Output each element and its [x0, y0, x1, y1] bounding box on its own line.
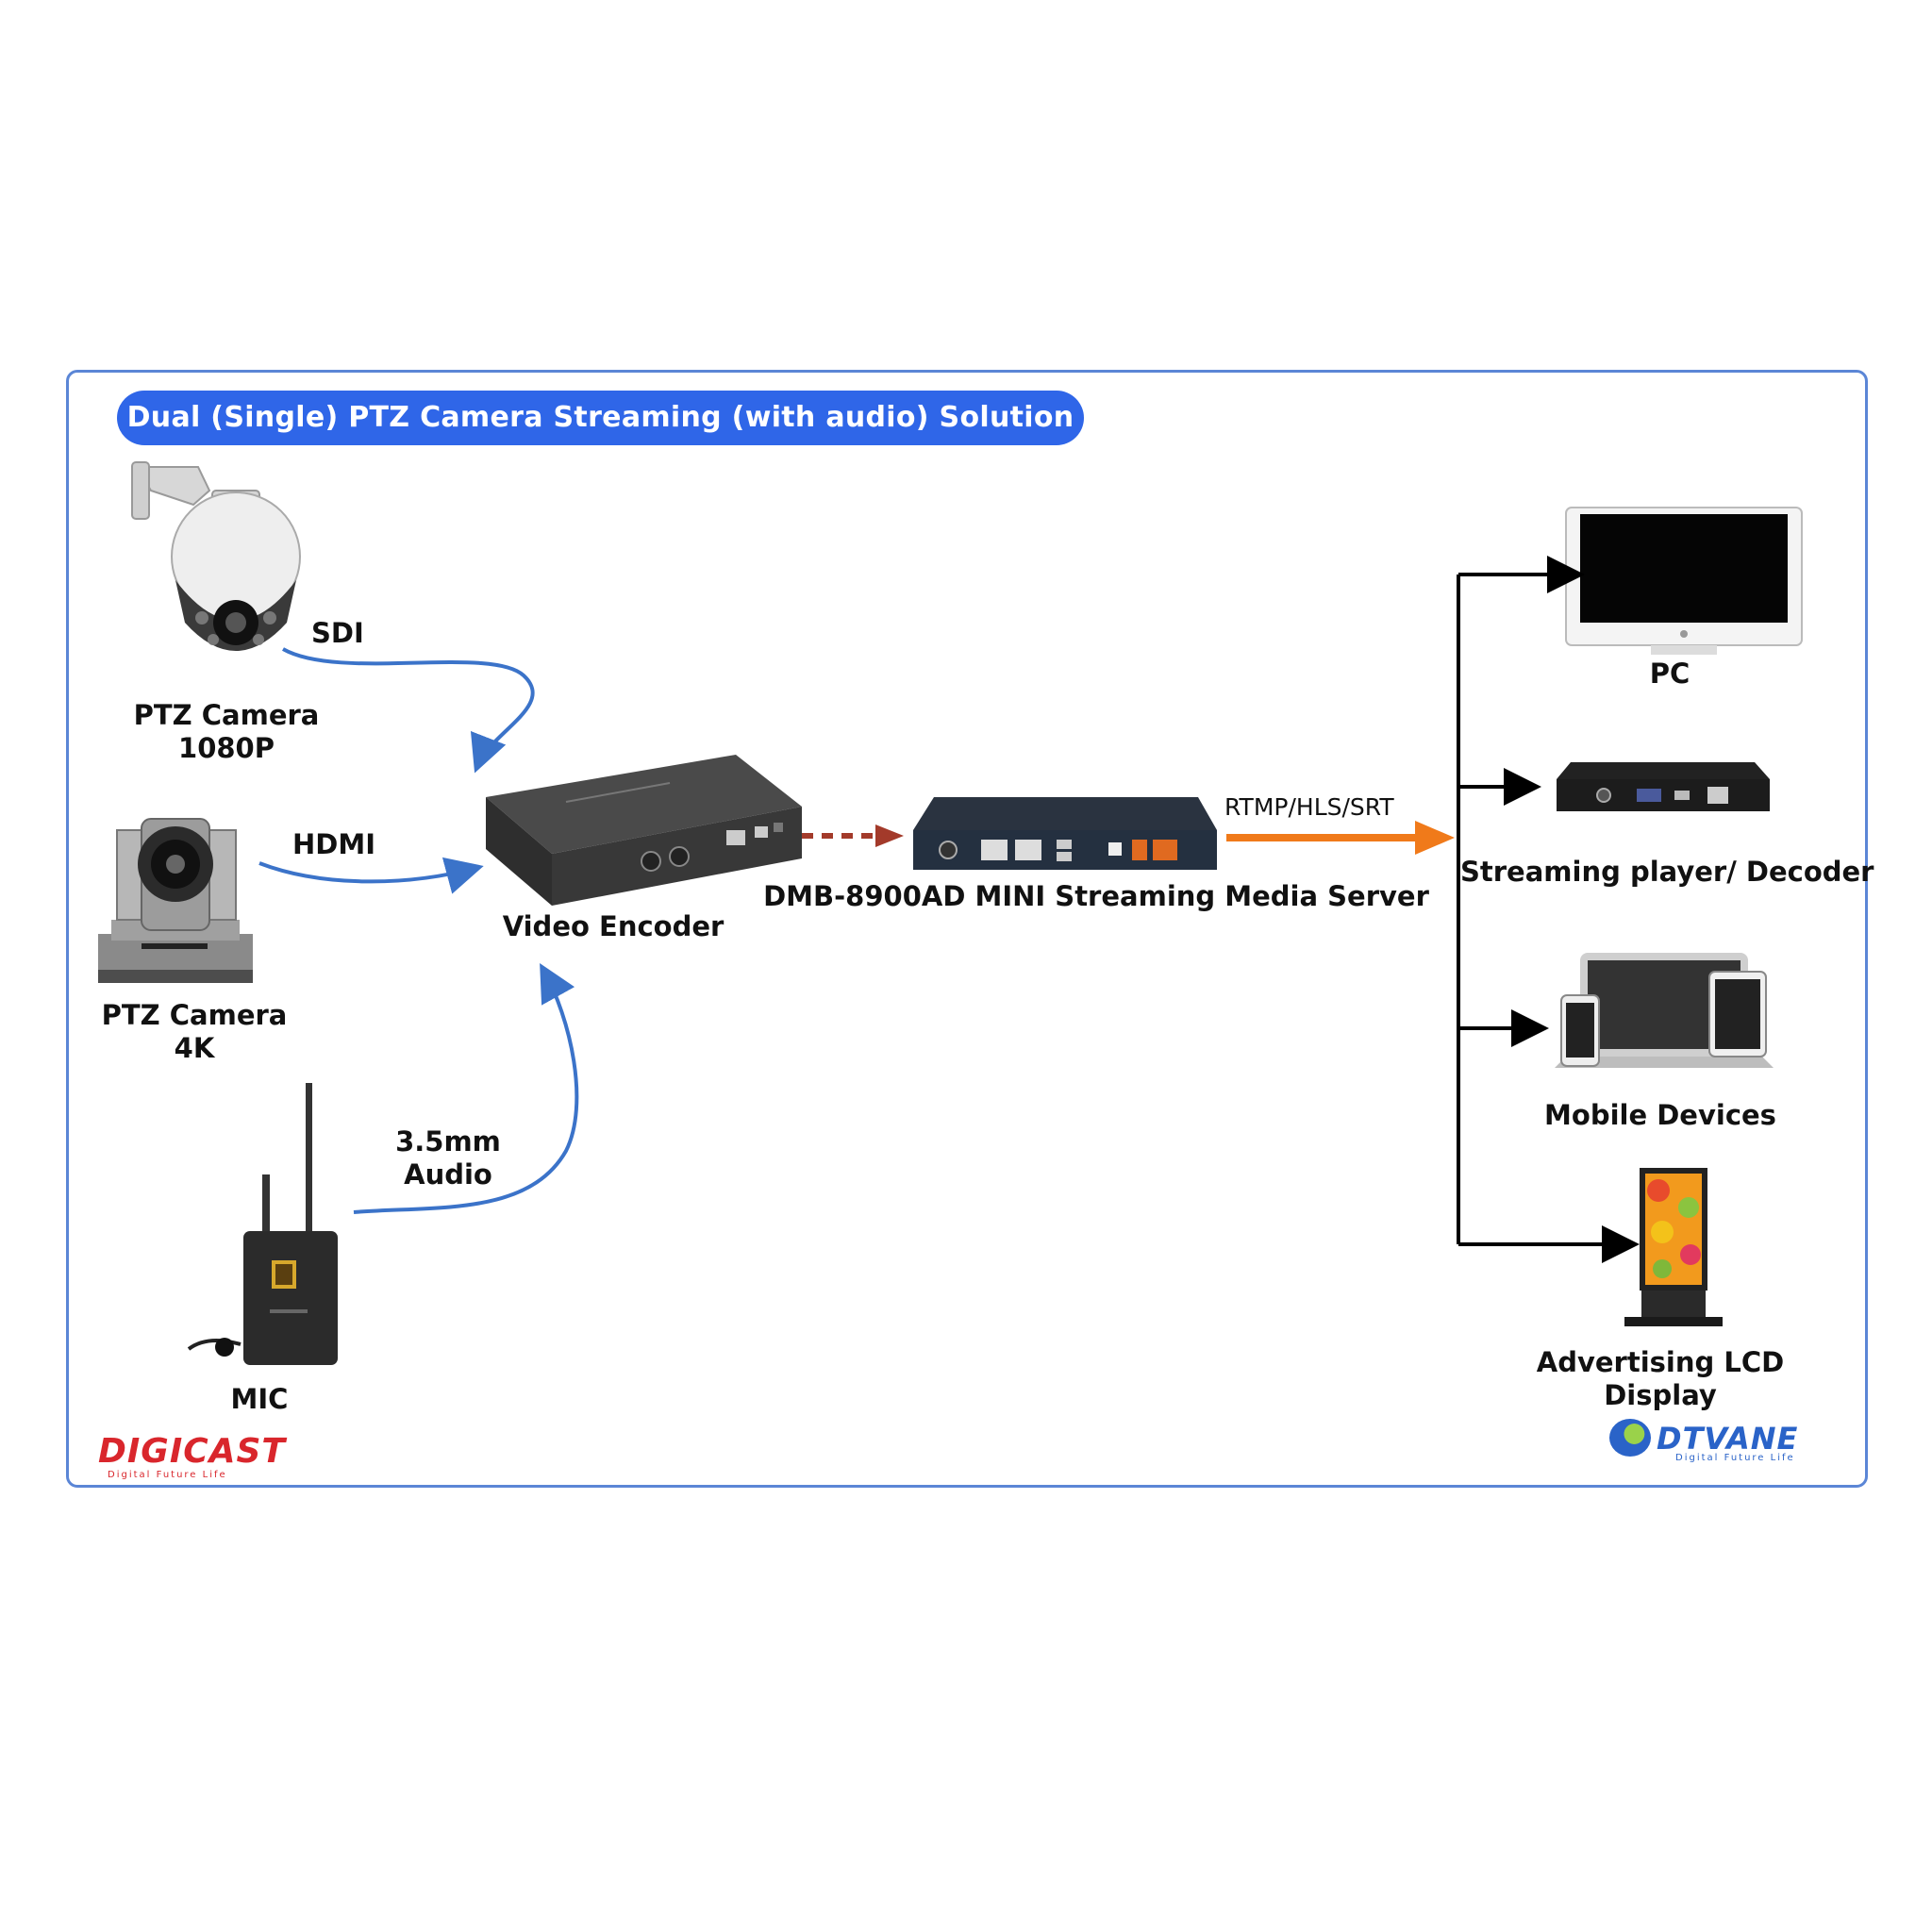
diagram-frame [66, 370, 1868, 1488]
ptz-1080-resolution: 1080P [178, 732, 275, 764]
audio-link-label-line2: Audio [404, 1158, 492, 1191]
server-label: DMB-8900AD MINI Streaming Media Server [763, 880, 1429, 912]
lcd-label-line1: Advertising LCD [1536, 1346, 1785, 1378]
ptz-1080-name: PTZ Camera [133, 699, 320, 731]
streaming-server-image [913, 797, 1217, 870]
diagram-title-banner: Dual (Single) PTZ Camera Streaming (with… [117, 391, 1084, 445]
decoder-box-image [1557, 762, 1770, 811]
dtvane-tagline: Digital Future Life [1675, 1453, 1795, 1463]
ptz-4k-resolution: 4K [174, 1032, 215, 1064]
hdmi-label: HDMI [292, 828, 375, 860]
encoder-to-server-arrowhead [875, 824, 904, 847]
lcd-label-line2: Display [1604, 1379, 1717, 1411]
sdi-label: SDI [311, 617, 364, 649]
player-label: Streaming player/ Decoder [1460, 856, 1874, 888]
hdmi-link-arrow [258, 857, 484, 894]
ptz-4k-name: PTZ Camera [101, 999, 288, 1031]
mobile-label: Mobile Devices [1544, 1099, 1776, 1131]
ptz-4k-camera-image [98, 818, 253, 983]
pc-label: PC [1649, 658, 1690, 690]
dtvane-swirl-icon [1609, 1419, 1651, 1457]
wireless-mic-image [187, 1083, 338, 1365]
advertising-lcd-image [1624, 1168, 1723, 1326]
sdi-link-arrow [282, 647, 535, 774]
audio-link-arrow [353, 963, 579, 1214]
mobile-devices-image [1555, 953, 1774, 1068]
digicast-logo: DIGICAST [98, 1432, 286, 1471]
audio-link-label-line1: 3.5mm [395, 1125, 501, 1158]
server-output-arrowhead [1415, 821, 1455, 855]
mic-label: MIC [230, 1383, 289, 1415]
encoder-label: Video Encoder [502, 910, 724, 942]
ptz-dome-camera-image [131, 461, 301, 651]
pc-monitor-image [1565, 507, 1803, 655]
dtvane-logo: DTVANE [1657, 1421, 1799, 1457]
digicast-tagline: Digital Future Life [108, 1470, 227, 1480]
protocols-label: RTMP/HLS/SRT [1224, 793, 1394, 821]
video-encoder-image [486, 755, 802, 906]
